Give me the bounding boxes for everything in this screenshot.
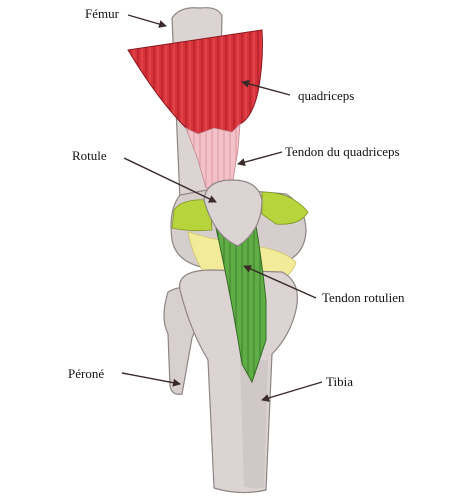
quadriceps-tendon bbox=[185, 122, 241, 189]
femur-leader bbox=[127, 14, 167, 28]
tibia-bone bbox=[179, 269, 298, 494]
label-tendon-rotulien: Tendon rotulien bbox=[322, 290, 405, 305]
cartilage-left bbox=[171, 199, 213, 232]
label-tibia: Tibia bbox=[326, 374, 353, 389]
tendon-rotulien-leader bbox=[243, 265, 317, 299]
cartilage-right bbox=[261, 191, 309, 225]
tibia-shadow bbox=[240, 360, 268, 489]
tendon-quadriceps-leader bbox=[237, 151, 283, 167]
label-rotule: Rotule bbox=[72, 148, 107, 163]
patellar-tendon bbox=[215, 225, 267, 384]
perone-leader bbox=[121, 372, 181, 387]
rotule-leader bbox=[123, 157, 217, 203]
quadriceps-muscle bbox=[127, 29, 263, 135]
label-quadriceps: quadriceps bbox=[298, 88, 354, 103]
label-perone: Péroné bbox=[68, 366, 104, 381]
label-femur: Fémur bbox=[85, 6, 120, 21]
quadriceps-leader bbox=[241, 79, 291, 96]
label-tendon-quadriceps: Tendon du quadriceps bbox=[285, 144, 400, 159]
patella bbox=[203, 179, 263, 247]
tibia-leader bbox=[261, 381, 323, 402]
